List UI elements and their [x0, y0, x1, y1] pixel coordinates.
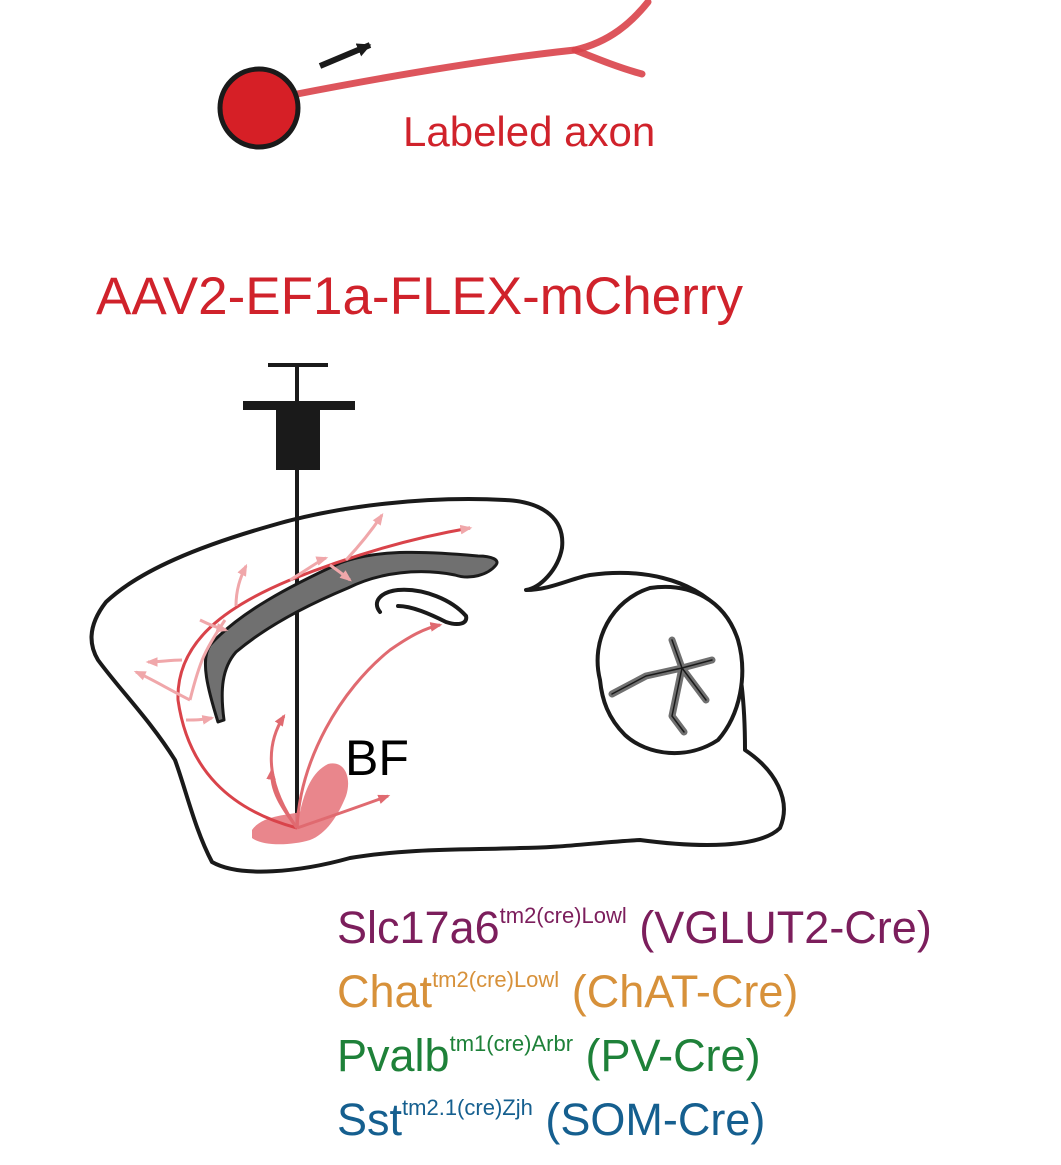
- mouse-line-legend: Slc17a6tm2(cre)Lowl (VGLUT2-Cre) Chattm2…: [337, 896, 932, 1152]
- line-name: (ChAT-Cre): [571, 966, 799, 1017]
- labeled-axon-label: Labeled axon: [403, 108, 655, 155]
- bf-label: BF: [345, 730, 409, 786]
- allele-superscript: tm1(cre)Arbr: [449, 1031, 574, 1056]
- gene-name: Sst: [337, 1094, 403, 1145]
- axon-branch: [571, 46, 646, 78]
- neuron-soma-icon: [217, 66, 301, 150]
- brain-sagittal-section: [89, 497, 786, 874]
- arrow-right-icon: [318, 42, 372, 69]
- gene-name: Chat: [337, 966, 433, 1017]
- projection-main-arc: [176, 524, 473, 830]
- syringe-icon: [243, 363, 355, 828]
- legend-item-pv: Pvalbtm1(cre)Arbr (PV-Cre): [337, 1024, 932, 1088]
- basal-forebrain-region: [252, 763, 349, 845]
- line-name: (SOM-Cre): [545, 1094, 766, 1145]
- legend-item-som: Ssttm2.1(cre)Zjh (SOM-Cre): [337, 1088, 932, 1152]
- allele-superscript: tm2.1(cre)Zjh: [402, 1095, 533, 1120]
- projection-posterior: [296, 794, 391, 830]
- brain-outline: [89, 497, 786, 874]
- axon-fiber: [288, 0, 652, 99]
- line-name: (PV-Cre): [585, 1030, 761, 1081]
- projection-to-hippocampus: [295, 622, 443, 829]
- allele-superscript: tm2(cre)Lowl: [432, 967, 560, 992]
- gene-name: Pvalb: [337, 1030, 450, 1081]
- line-name: (VGLUT2-Cre): [639, 902, 932, 953]
- labeled-neuron: Labeled axon: [217, 0, 655, 155]
- axon-projections: [133, 513, 473, 830]
- allele-superscript: tm2(cre)Lowl: [499, 903, 627, 928]
- legend-item-vglut2: Slc17a6tm2(cre)Lowl (VGLUT2-Cre): [337, 896, 932, 960]
- lateral-ventricle: [203, 550, 499, 724]
- virus-label: AAV2-EF1a-FLEX-mCherry: [96, 267, 743, 326]
- gene-name: Slc17a6: [337, 902, 500, 953]
- legend-item-chat: Chattm2(cre)Lowl (ChAT-Cre): [337, 960, 932, 1024]
- hippocampus: [374, 587, 469, 626]
- projection-ventral: [266, 767, 299, 829]
